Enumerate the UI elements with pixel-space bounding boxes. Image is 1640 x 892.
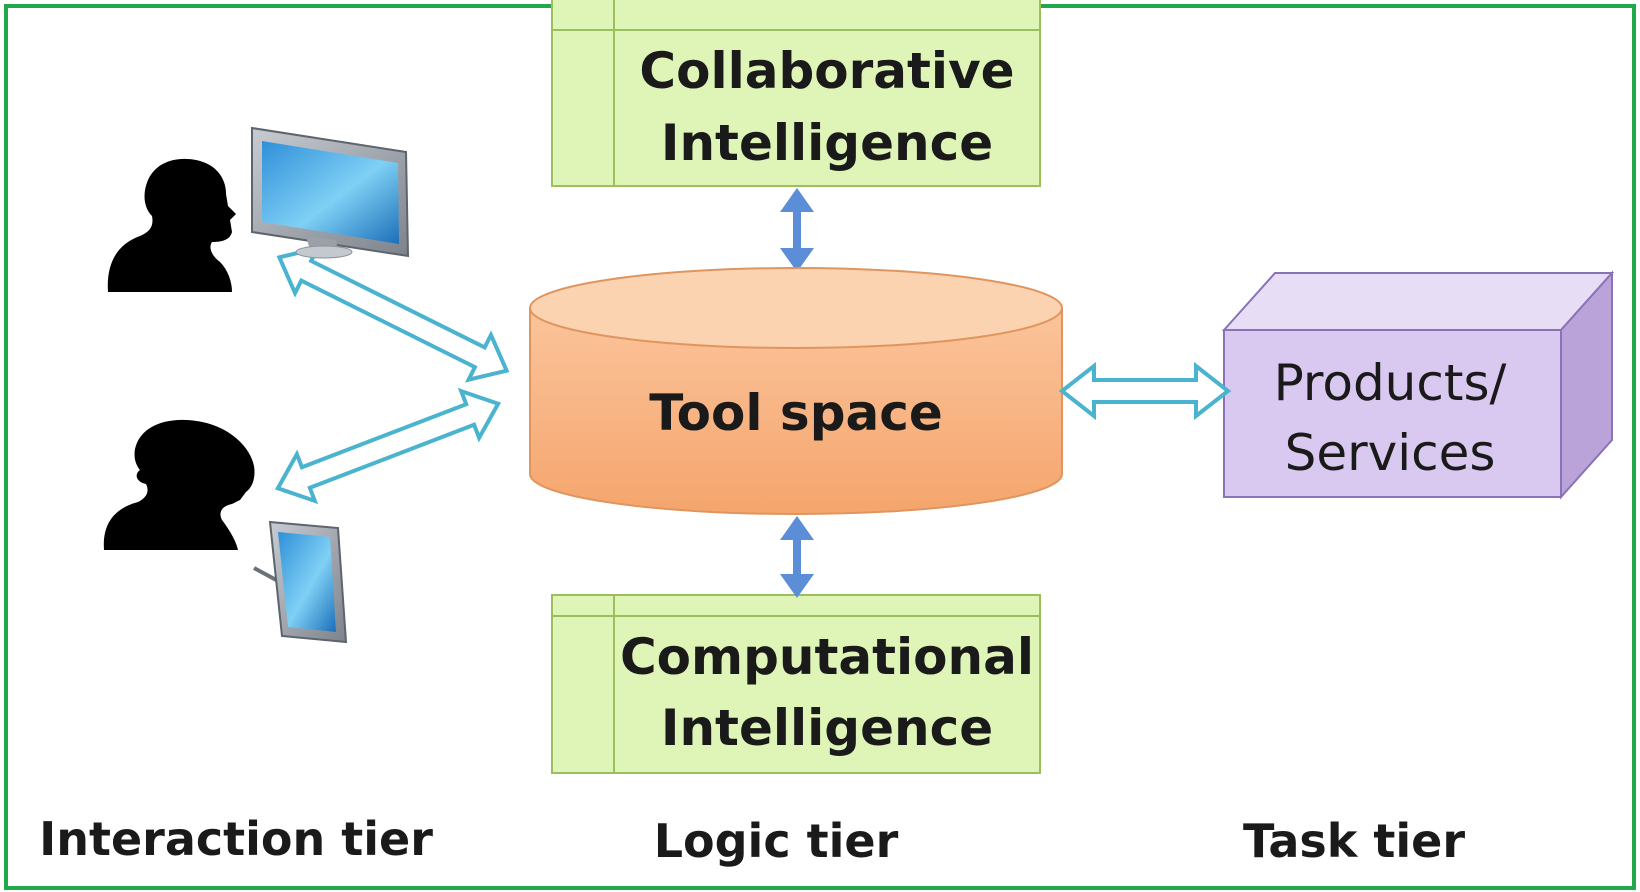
- collaborative-intelligence-box: Collaborative Intelligence: [551, 0, 1041, 187]
- double-arrow-down-icon: [780, 516, 814, 598]
- products-label-line1: Products/: [1274, 354, 1507, 412]
- tool-space-label: Tool space: [649, 384, 943, 442]
- double-arrow-diagonal-icon: [276, 245, 510, 383]
- products-label-line2: Services: [1285, 424, 1496, 482]
- double-arrow-up-icon: [780, 188, 814, 272]
- logic-tier-label: Logic tier: [654, 814, 899, 868]
- computational-intelligence-box: Computational Intelligence: [551, 594, 1041, 774]
- double-arrow-diagonal-icon: [274, 387, 502, 505]
- collaborative-label-line1: Collaborative: [639, 42, 1014, 100]
- person-silhouette-icon: [103, 419, 255, 550]
- collaborative-label-line2: Intelligence: [661, 114, 993, 172]
- task-tier-label: Task tier: [1243, 814, 1465, 868]
- tablet-icon: [253, 520, 348, 644]
- computational-label-line2: Intelligence: [661, 699, 993, 757]
- person-silhouette-icon: [107, 158, 236, 292]
- interaction-tier-label: Interaction tier: [39, 812, 433, 866]
- tool-space-cylinder: Tool space: [529, 267, 1063, 515]
- double-arrow-horizontal-icon: [1058, 361, 1232, 421]
- products-services-box: Products/ Services: [1221, 270, 1615, 500]
- monitor-icon: [251, 126, 410, 259]
- computational-label-line1: Computational: [620, 628, 1034, 686]
